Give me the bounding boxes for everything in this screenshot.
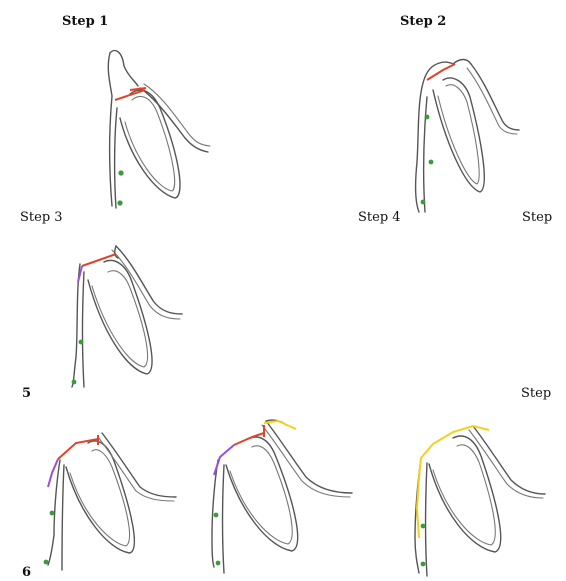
landmark-point [421, 200, 426, 205]
red-segment [115, 90, 145, 100]
step-6-number: 6 [22, 565, 31, 580]
landmark-point [72, 380, 77, 385]
landmark-point [216, 561, 221, 566]
landmark-point [214, 513, 219, 518]
anatomy-outline [212, 420, 352, 573]
step-2-label: Step 2 [400, 14, 446, 29]
step-6-illustration [403, 418, 553, 578]
anatomy-outline [48, 433, 176, 570]
red-segment [234, 433, 264, 445]
landmark-point [118, 170, 123, 175]
anatomy-outline [72, 246, 182, 387]
step-3-label: Step 3 [20, 210, 63, 225]
step-2-illustration [405, 52, 525, 217]
landmark-point [429, 160, 434, 165]
landmark-point [425, 115, 430, 120]
step-5-number: 5 [22, 386, 31, 401]
landmark-point [50, 511, 55, 516]
landmark-point [421, 524, 426, 529]
step-label-right-lower: Step [521, 386, 551, 401]
step-5-illustration [200, 415, 370, 575]
step-4-illustration [40, 425, 185, 575]
step-1-label: Step 1 [62, 14, 108, 29]
step-3-illustration [62, 242, 197, 392]
landmark-point [117, 200, 122, 205]
anatomy-outline [108, 51, 210, 208]
anatomy-outline [416, 60, 519, 213]
landmark-point [79, 340, 84, 345]
landmark-point [44, 560, 49, 565]
step-4-label: Step 4 [358, 210, 401, 225]
anatomy-outline [415, 426, 545, 576]
step-label-right: Step [522, 210, 552, 225]
step-1-illustration [100, 48, 215, 213]
landmark-point [421, 562, 426, 567]
